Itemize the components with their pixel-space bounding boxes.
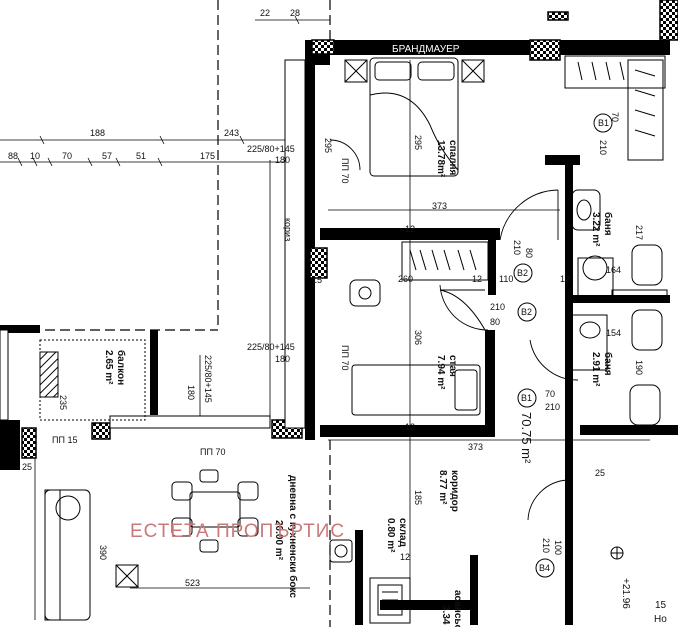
bedroom-furniture xyxy=(344,57,485,177)
dim-12-e: 12 xyxy=(400,552,410,562)
door-b4: B4 xyxy=(539,563,550,573)
dim-top-28: 28 xyxy=(290,8,300,18)
edge-label: 15 xyxy=(655,600,667,611)
dim-295: 295 xyxy=(413,135,423,150)
dim-190: 190 xyxy=(634,360,644,375)
window-label-2: 225/80+145 xyxy=(247,342,295,352)
dim-185: 185 xyxy=(413,490,423,505)
balcony-outline xyxy=(39,339,146,421)
dim-295-b: 295 xyxy=(323,138,333,153)
door-markers xyxy=(513,113,624,578)
walls xyxy=(0,40,678,625)
elevation-mark: +21.96 xyxy=(620,578,631,609)
dim-door-80-a: 80 xyxy=(524,248,534,258)
bath2-name: баня xyxy=(602,352,614,376)
dim-235: 235 xyxy=(58,395,68,410)
bath2-area: 2.91 m² xyxy=(590,352,601,387)
door-b2-upper: B2 xyxy=(517,268,528,278)
watermark: ЕСТЕТА ПРОПЪРТИС xyxy=(130,521,345,542)
dim-390: 390 xyxy=(98,545,108,560)
dim-top-22: 22 xyxy=(260,8,270,18)
room-area: 7.94 m² xyxy=(435,355,446,390)
pp70-b: ПП 70 xyxy=(340,345,350,370)
dim-260: 260 xyxy=(398,274,413,284)
dim-306: 306 xyxy=(413,330,423,345)
living-name: дневна с кухненски бокс xyxy=(287,475,299,598)
dim-180-c: 180 xyxy=(186,385,196,400)
window-label-1: 225/80+145 xyxy=(247,144,295,154)
dim-70: 70 xyxy=(62,151,72,161)
door-b2-lower: B2 xyxy=(521,307,532,317)
storage-area: 0.80 m² xyxy=(385,518,396,553)
door-b1-lower: B1 xyxy=(521,393,532,403)
lift-name: асансьор xyxy=(452,590,463,627)
dim-12-b: 12 xyxy=(560,274,570,284)
corridor-name: коридор xyxy=(449,470,460,512)
corridor-area: 8.77 m² xyxy=(437,470,448,505)
door-b1-top: B1 xyxy=(598,118,609,128)
edge-label-2: Но xyxy=(654,614,667,625)
dim-175: 175 xyxy=(200,151,215,161)
balcony-radiator xyxy=(39,351,59,398)
bath1-area: 3.22 m² xyxy=(590,212,601,247)
dim-15: 15 xyxy=(312,275,322,285)
door-swings xyxy=(329,139,579,521)
dim-51: 51 xyxy=(136,151,146,161)
wardrobes xyxy=(401,55,666,281)
pp15: ПП 15 xyxy=(52,435,77,445)
living-area: 20.00 m² xyxy=(273,520,284,561)
dim-25-b: 25 xyxy=(595,468,605,478)
dim-door-210-a: 210 xyxy=(598,140,608,155)
dim-door-70-a: 70 xyxy=(610,112,620,122)
dim-door-80-b: 80 xyxy=(490,317,500,327)
corridor-vertical-label: кориз xyxy=(283,218,293,241)
dim-243: 243 xyxy=(224,128,239,138)
window-label-3: 225/80+145 xyxy=(203,355,213,403)
dim-12-d: 12 xyxy=(405,422,415,432)
dim-door-210-d: 210 xyxy=(490,302,505,312)
dim-10: 10 xyxy=(30,151,40,161)
dim-180-b: 180 xyxy=(275,354,290,364)
dim-57: 57 xyxy=(102,151,112,161)
dim-373-a: 373 xyxy=(432,201,447,211)
living-furniture xyxy=(44,469,411,624)
dim-door-210-e: 210 xyxy=(541,538,551,553)
dim-door-210-b: 210 xyxy=(545,402,560,412)
room-name: стая xyxy=(447,355,458,377)
room-furniture xyxy=(349,279,486,416)
dim-110: 110 xyxy=(499,274,513,284)
dim-164: 164 xyxy=(606,265,621,275)
balcony-area: 2.65 m² xyxy=(103,350,114,385)
dim-154: 154 xyxy=(606,328,621,338)
dim-door-210-c: 210 xyxy=(512,240,522,255)
bathroom-fixtures xyxy=(571,189,668,426)
dim-12-a: 12 xyxy=(472,274,482,284)
dim-25-a: 25 xyxy=(22,462,32,472)
storage-name: склад xyxy=(397,518,408,548)
bedroom-name: спалня xyxy=(447,140,458,176)
dim-12-c: 12 xyxy=(405,224,415,234)
lift-area: 3.34 xyxy=(440,605,451,625)
total-area: 70.75 m² xyxy=(519,412,534,464)
dim-door-70-b: 70 xyxy=(545,389,555,399)
dim-88: 88 xyxy=(8,151,18,161)
bath1-name: баня xyxy=(602,212,614,236)
bedroom-area: 13.78m² xyxy=(435,140,446,178)
dim-373-b: 373 xyxy=(468,442,483,452)
pp70-a: ПП 70 xyxy=(340,158,350,183)
firewall-label: БРАНДМАУЕР xyxy=(392,44,460,55)
dim-188: 188 xyxy=(90,128,105,138)
pp70-c: ПП 70 xyxy=(200,447,225,457)
dim-180-a: 180 xyxy=(275,155,290,165)
windows xyxy=(0,59,306,429)
dimension-lines xyxy=(0,15,650,620)
balcony-name: балкон xyxy=(115,350,127,385)
dim-217: 217 xyxy=(634,225,644,240)
dim-door-100: 100 xyxy=(553,540,563,555)
dim-523: 523 xyxy=(185,578,200,588)
